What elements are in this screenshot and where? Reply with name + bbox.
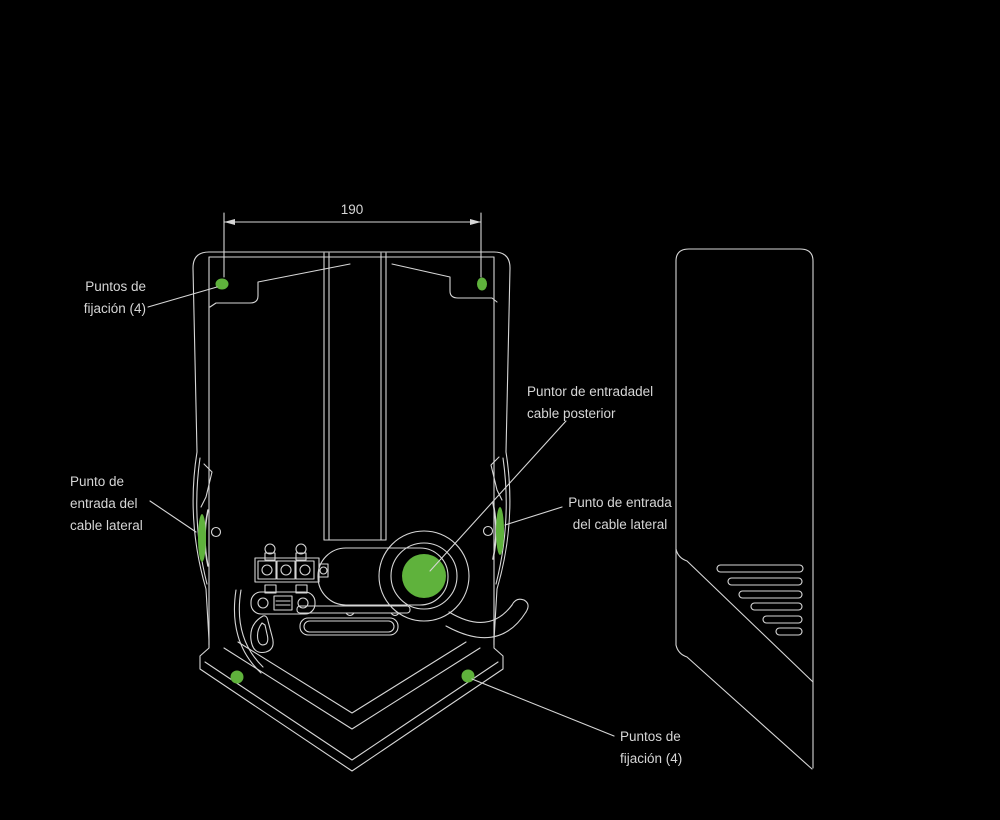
- dimension-value: 190: [322, 199, 382, 221]
- label-side-entry-right: Punto de entrada del cable lateral: [560, 492, 680, 536]
- rear-entry-slot: [317, 547, 449, 606]
- label-line: cable lateral: [70, 518, 143, 533]
- cable-clamp: [250, 591, 316, 615]
- label-line: fijación (4): [620, 751, 683, 766]
- leader-lines: [147, 286, 615, 737]
- rear-entry-ring-inner: [390, 542, 458, 610]
- vent-slots: [716, 564, 804, 636]
- left-pod-hole: [210, 526, 222, 538]
- fixation-point-top-left: [215, 278, 229, 290]
- rear-entry-ring-outer: [378, 530, 470, 622]
- label-line: cable posterior: [527, 406, 616, 421]
- side-cable-entry-right: [496, 507, 504, 555]
- label-line: Punto de: [70, 474, 125, 489]
- label-fixation-points-top: Puntos de fijación (4): [84, 276, 146, 320]
- right-mount-wing: [391, 263, 498, 303]
- leader-entry-right: [504, 506, 563, 526]
- label-line: del cable lateral: [572, 517, 668, 532]
- label-line: entrada del: [70, 496, 138, 511]
- strain-relief-hook: [233, 589, 274, 674]
- dimension-arrow-right: [470, 219, 481, 225]
- label-line: Puntos de: [85, 279, 146, 294]
- label-side-entry-left: Punto de entrada del cable lateral: [70, 471, 143, 537]
- dimension-value-text: 190: [340, 202, 364, 217]
- dimension-arrow-left: [224, 219, 235, 225]
- label-line: fijación (4): [83, 301, 146, 316]
- dimension-190: [223, 212, 482, 278]
- central-channel: [323, 252, 387, 541]
- side-cable-entry-left: [198, 514, 206, 562]
- label-line: Puntos de: [620, 729, 681, 744]
- fixation-point-bottom-left: [230, 670, 244, 684]
- leader-fixation-bottom: [471, 678, 615, 737]
- side-front-slope-upper: [675, 548, 814, 683]
- case-outer-outline: [192, 251, 511, 772]
- rear-view: [192, 251, 529, 772]
- plate-chevron-outer: [223, 647, 481, 730]
- label-fixation-points-bottom: Puntos de fijación (4): [620, 726, 682, 770]
- case-inner-v: [204, 661, 499, 761]
- left-pod-flap: [200, 463, 213, 508]
- fixation-point-bottom-right: [461, 669, 475, 683]
- right-pod-arc: [495, 457, 507, 585]
- leader-entry-left: [149, 500, 197, 533]
- label-line: Punto de entrada: [568, 495, 672, 510]
- left-mount-wing: [209, 263, 351, 308]
- left-pod-arc: [196, 457, 208, 585]
- side-front-slope-lower: [675, 644, 813, 770]
- internal-bars: [296, 605, 411, 636]
- leader-fixation-top: [147, 286, 218, 308]
- leader-rear-entry: [429, 420, 567, 572]
- fixation-point-top-right: [477, 277, 487, 291]
- label-rear-entry: Puntor de entradadel cable posterior: [527, 381, 653, 425]
- label-line: Puntor de entradadel: [527, 384, 654, 399]
- side-outline: [675, 248, 814, 769]
- terminal-block: [254, 543, 329, 594]
- right-pod-hole: [482, 525, 494, 537]
- cable-curl-hook: [445, 598, 529, 639]
- plate-chevron-inner: [237, 641, 467, 714]
- side-view: [675, 248, 814, 770]
